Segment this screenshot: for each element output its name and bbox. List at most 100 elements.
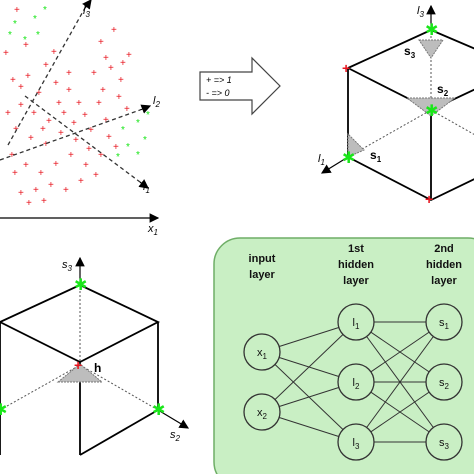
positive-point: + <box>100 85 106 96</box>
cube-hidden-edge <box>0 364 81 411</box>
positive-point: + <box>10 75 16 86</box>
negative-point: * <box>126 142 130 153</box>
positive-point: + <box>26 198 32 209</box>
network-node-label: s3 <box>439 437 450 451</box>
line-l1-arrow <box>138 179 149 189</box>
negative-point: * <box>43 5 47 16</box>
positive-point: + <box>116 92 122 103</box>
positive-point: + <box>18 82 24 93</box>
positive-point: + <box>25 71 31 82</box>
network-node-label: s1 <box>439 317 450 331</box>
positive-point: + <box>73 135 79 146</box>
positive-point: + <box>66 68 72 79</box>
positive-point: + <box>36 88 42 99</box>
positive-point: + <box>56 98 62 109</box>
line-l1 <box>24 95 141 183</box>
positive-point: + <box>43 139 49 150</box>
line-l3 <box>7 7 86 146</box>
s3-axis-label: s3 <box>62 259 73 273</box>
network-node-label: l3 <box>353 437 360 451</box>
positive-point: + <box>83 160 89 171</box>
x1-axis-label: x1 <box>147 223 158 237</box>
positive-point: + <box>41 196 47 207</box>
line-l2-arrow <box>139 104 152 114</box>
mapping-negative: - => 0 <box>206 88 230 98</box>
line-l2-label: l2 <box>153 95 160 109</box>
positive-point: + <box>46 116 52 127</box>
network-node-label: l2 <box>353 377 360 391</box>
positive-point: + <box>91 68 97 79</box>
positive-point: + <box>38 168 44 179</box>
line-l3-label: l3 <box>83 5 90 19</box>
network-node <box>425 303 463 341</box>
positive-point: + <box>14 5 20 16</box>
layer-title-line: input <box>249 253 276 265</box>
layer-title-line: 1st <box>348 243 364 255</box>
negative-point: * <box>8 30 12 41</box>
positive-point: + <box>111 25 117 36</box>
network-node-label: l1 <box>353 317 360 331</box>
positive-point: + <box>78 176 84 187</box>
negative-point: * <box>136 118 140 129</box>
network-node <box>337 363 375 401</box>
network-node-label: s2 <box>439 377 450 391</box>
s1-label: s1 <box>370 148 382 164</box>
positive-point: + <box>53 78 59 89</box>
network-node <box>243 393 281 431</box>
positive-point: + <box>61 108 67 119</box>
mapping-positive: + => 1 <box>206 75 232 85</box>
network-node <box>337 303 375 341</box>
negative-point: * <box>33 14 37 25</box>
vertex-positive: ✱ <box>0 402 7 419</box>
positive-point: + <box>103 115 109 126</box>
l1-axis <box>320 156 349 174</box>
positive-point: + <box>82 110 88 121</box>
positive-point: + <box>98 37 104 48</box>
region-s2 <box>405 97 457 117</box>
h-label: h <box>94 361 101 375</box>
network-node <box>337 423 375 461</box>
cube-hidden-edge <box>79 364 159 411</box>
positive-point: + <box>18 100 24 111</box>
positive-point: + <box>88 125 94 136</box>
network-edge <box>355 321 445 443</box>
positive-point: + <box>40 124 46 135</box>
positive-point: + <box>5 108 11 119</box>
negative-point: * <box>136 150 140 161</box>
cube-edges <box>0 284 161 456</box>
positive-point: + <box>120 58 126 69</box>
positive-point: + <box>51 47 57 58</box>
vertex-positive: ✱ <box>425 22 438 39</box>
network-node <box>425 423 463 461</box>
positive-point: + <box>23 40 29 51</box>
positive-point: + <box>108 63 114 74</box>
network-node-label: x2 <box>257 407 268 421</box>
positive-point: + <box>43 60 49 71</box>
negative-point: * <box>116 152 120 163</box>
s2-axis <box>157 409 190 429</box>
region-h <box>56 363 104 383</box>
layer-title-line: layer <box>343 275 369 287</box>
negative-point: * <box>121 125 125 136</box>
negative-point: * <box>143 135 147 146</box>
positive-point: + <box>93 170 99 181</box>
positive-point: + <box>76 98 82 109</box>
vertex-positive: ✱ <box>425 103 438 120</box>
positive-point: + <box>58 128 64 139</box>
negative-point: * <box>146 110 150 121</box>
vertex-positive: ✱ <box>152 402 165 419</box>
l1-axis-label: l1 <box>318 153 325 167</box>
network-node <box>243 333 281 371</box>
vertex-positive: ✱ <box>74 277 87 294</box>
layer-title-line: layer <box>431 275 457 287</box>
s2-label: s2 <box>437 82 449 98</box>
positive-point: + <box>53 159 59 170</box>
vertex-positive: ✱ <box>342 150 355 167</box>
positive-point: + <box>12 168 18 179</box>
layer-title-line: hidden <box>426 259 462 271</box>
line-l3-arrow <box>82 0 92 10</box>
